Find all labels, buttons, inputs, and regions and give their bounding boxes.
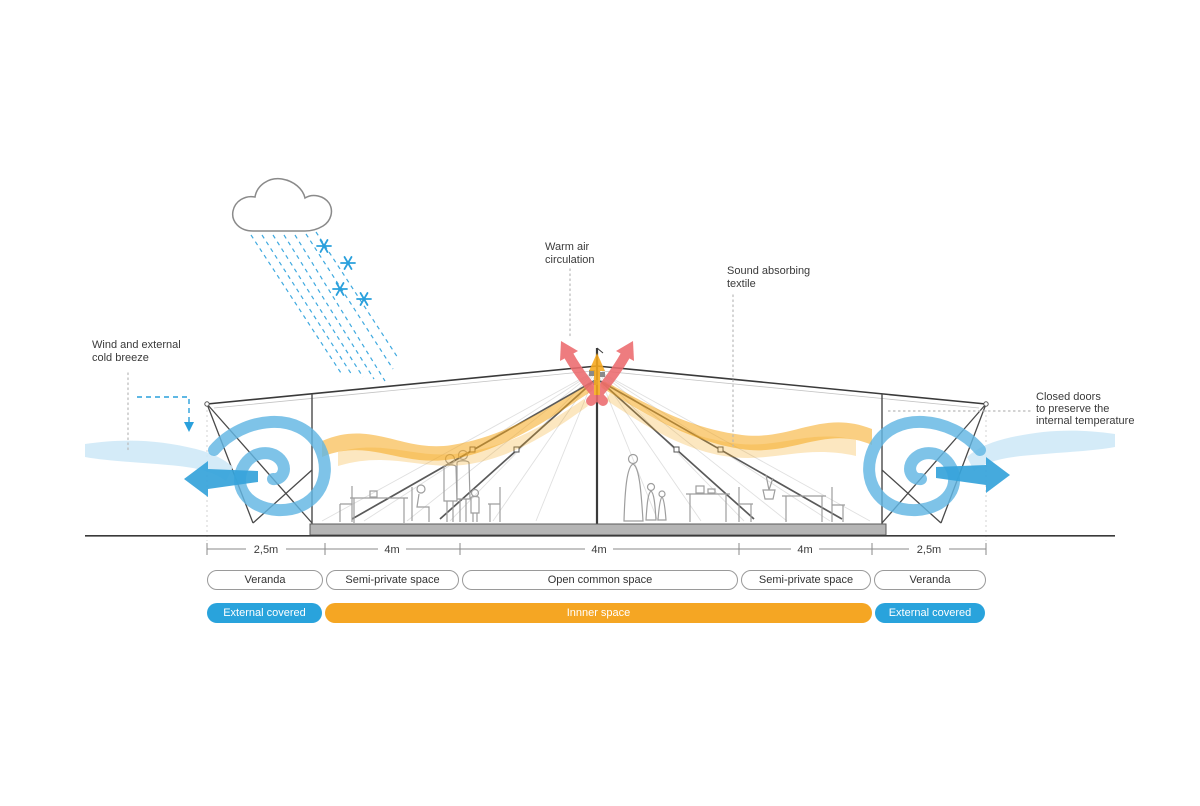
annotation-warm-air: Warm air circulation bbox=[545, 241, 595, 266]
zone-label: External covered bbox=[888, 607, 972, 619]
wind-direction-arrow bbox=[137, 396, 190, 423]
snowflake-icons bbox=[316, 239, 372, 306]
annotation-sound: Sound absorbing textile bbox=[727, 265, 810, 290]
seated-person-body bbox=[411, 487, 430, 522]
snowflake-icon bbox=[356, 292, 372, 306]
annotation-doors: Closed doors to preserve the internal te… bbox=[1036, 391, 1134, 427]
table-item bbox=[695, 485, 705, 494]
child-head bbox=[658, 490, 666, 498]
child-body bbox=[470, 495, 480, 522]
space-label: Semi-private space bbox=[758, 574, 854, 586]
wind-direction-arrow-head bbox=[184, 422, 194, 432]
annotation-text: to preserve the bbox=[1036, 403, 1109, 415]
floor-platform bbox=[309, 523, 887, 536]
zone-bar-external-right: External covered bbox=[875, 603, 985, 623]
eave-node-right bbox=[983, 401, 989, 407]
annotation-text: internal temperature bbox=[1036, 415, 1134, 427]
cold-breeze-stream-right bbox=[967, 430, 1115, 471]
warm-air-arrows bbox=[560, 341, 634, 406]
rain-lines bbox=[250, 231, 399, 382]
table-item bbox=[707, 488, 716, 494]
chair-group bbox=[488, 487, 501, 522]
dimension-label: 4m bbox=[591, 544, 606, 556]
space-box-semi-private-right: Semi-private space bbox=[741, 570, 871, 590]
space-label: Open common space bbox=[547, 574, 653, 586]
cold-breeze-arrow-left bbox=[184, 461, 258, 497]
warm-arrow-right-shaft bbox=[586, 351, 630, 406]
annotation-text: Wind and external bbox=[92, 339, 181, 351]
mother-body bbox=[623, 463, 644, 522]
space-box-veranda-right: Veranda bbox=[874, 570, 986, 590]
annotation-text: circulation bbox=[545, 254, 595, 266]
dimension-label: 4m bbox=[797, 544, 812, 556]
space-label: Veranda bbox=[909, 574, 951, 586]
cold-breeze-swirl-left bbox=[208, 415, 331, 517]
plant bbox=[762, 474, 776, 500]
annotation-text: Closed doors bbox=[1036, 391, 1101, 403]
annotation-leaders bbox=[127, 268, 1031, 451]
warm-arrow-right-head bbox=[616, 341, 634, 361]
chair-right bbox=[738, 487, 753, 522]
warm-air-ribbon-left bbox=[322, 384, 594, 466]
table-right-2 bbox=[782, 495, 826, 522]
cold-breeze-stream-left bbox=[85, 440, 233, 481]
snowflake-icon bbox=[340, 256, 356, 270]
child-head bbox=[646, 482, 656, 492]
annotation-text: Sound absorbing bbox=[727, 265, 810, 277]
cold-breeze-arrow-right bbox=[936, 457, 1010, 493]
cold-breeze-swirl-right bbox=[863, 415, 986, 517]
annotation-wind: Wind and external cold breeze bbox=[92, 339, 181, 364]
space-box-veranda-left: Veranda bbox=[207, 570, 323, 590]
space-box-semi-private-left: Semi-private space bbox=[326, 570, 459, 590]
snowflake-icon bbox=[332, 282, 348, 296]
warm-arrow-center-head bbox=[589, 353, 605, 371]
dimension-label: 2,5m bbox=[254, 544, 278, 556]
space-label: Veranda bbox=[244, 574, 286, 586]
warm-air-ribbon-right bbox=[600, 381, 872, 458]
zone-label: Innner space bbox=[566, 607, 631, 619]
table-right bbox=[686, 493, 730, 522]
annotation-text: cold breeze bbox=[92, 352, 149, 364]
dimension-label: 4m bbox=[384, 544, 399, 556]
eave-node-left bbox=[204, 401, 210, 407]
space-box-open-common: Open common space bbox=[462, 570, 738, 590]
table-item bbox=[369, 490, 378, 498]
chair-right-2 bbox=[831, 487, 845, 522]
child-body bbox=[657, 496, 667, 521]
roof-inner-line bbox=[213, 370, 980, 409]
cloud-icon bbox=[231, 177, 333, 232]
person-body bbox=[456, 460, 471, 522]
snowflake-icon bbox=[316, 239, 332, 253]
space-label: Semi-private space bbox=[345, 574, 440, 586]
annotation-text: textile bbox=[727, 278, 756, 290]
mast-tip bbox=[596, 347, 604, 354]
dimension-ticks bbox=[206, 543, 987, 555]
child-body bbox=[645, 490, 657, 521]
warm-arrow-left-head bbox=[560, 341, 578, 361]
seated-person-head bbox=[416, 484, 426, 494]
annotation-text: Warm air bbox=[545, 241, 590, 253]
chair-left bbox=[339, 486, 353, 522]
zone-bar-external-left: External covered bbox=[207, 603, 322, 623]
zone-bar-inner: Innner space bbox=[325, 603, 872, 623]
dimension-line: 2,5m 4m 4m 4m 2,5m bbox=[206, 542, 987, 556]
table-left bbox=[350, 497, 408, 523]
zone-label: External covered bbox=[223, 607, 306, 619]
dimension-label: 2,5m bbox=[917, 544, 941, 556]
